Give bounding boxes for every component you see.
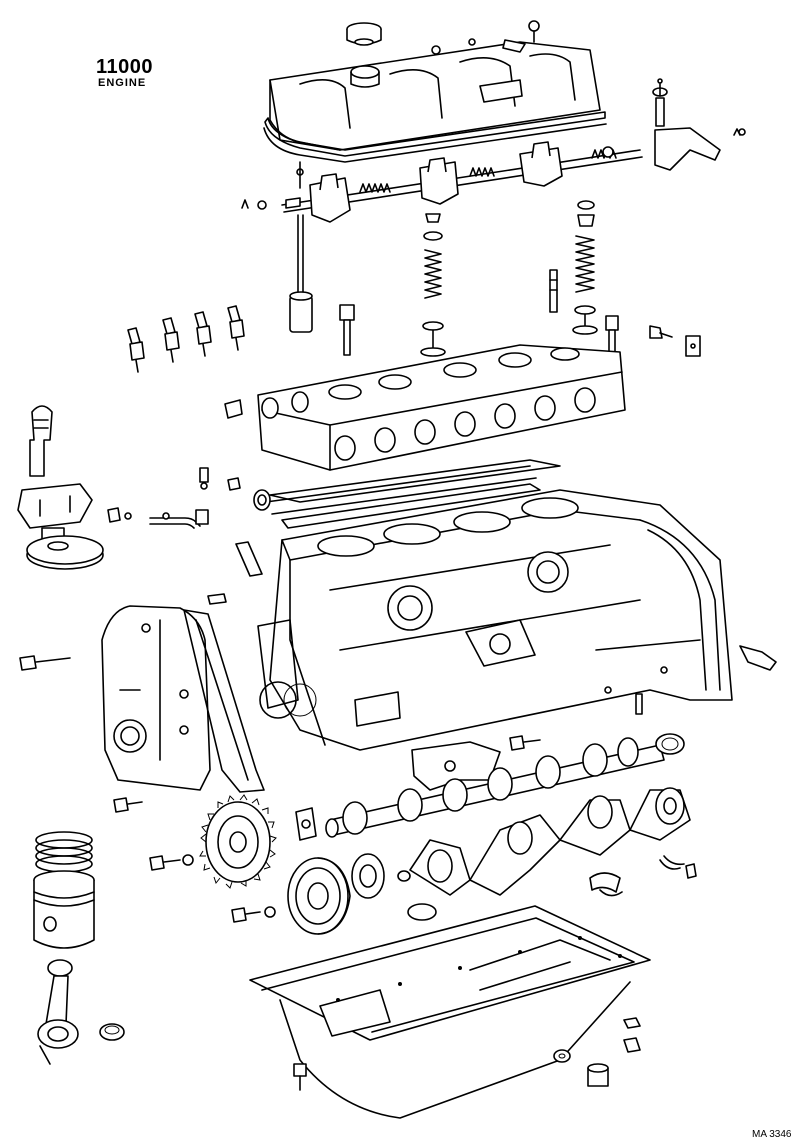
- bolt-left-1: [20, 656, 70, 670]
- diagram-title: ENGINE: [98, 77, 147, 89]
- crankshaft: [410, 788, 690, 895]
- cylinder-head-gasket: [266, 460, 560, 514]
- connecting-rod: [38, 960, 78, 1064]
- bolt-left-2: [114, 798, 142, 812]
- manifold-stud: [606, 316, 618, 356]
- diagram-code: 11000: [96, 56, 154, 78]
- drain-plug: [588, 1064, 608, 1086]
- bolt-right-block: [740, 646, 776, 670]
- oil-seal-washer: [398, 871, 436, 920]
- bolt-left-3: [150, 855, 193, 870]
- side-gasket: [282, 484, 540, 528]
- connecting-rod-bearing: [100, 1024, 124, 1040]
- engine-mount-bracket: [412, 742, 500, 790]
- bolt-holes: [337, 937, 622, 1002]
- rocker-shaft-assembly: [242, 79, 745, 222]
- stud-bolt: [550, 270, 557, 312]
- nuts: [624, 1018, 640, 1052]
- intake-valve-assembly: [421, 214, 445, 356]
- oil-pan: [250, 906, 650, 1118]
- oil-pan-bolt: [294, 1064, 306, 1090]
- main-bearing: [590, 873, 622, 896]
- exhaust-valve-assembly: [573, 201, 597, 334]
- lifting-bracket: [686, 336, 700, 356]
- bolt-cam: [510, 736, 540, 750]
- spark-plugs: [128, 306, 244, 372]
- piston: [34, 871, 94, 948]
- crankshaft-timing-gear: [352, 854, 384, 898]
- push-rod-and-lifter: [290, 215, 312, 332]
- bolt-left-4: [232, 907, 275, 922]
- cylinder-block: [258, 490, 732, 750]
- drain-plug-gasket: [554, 1050, 570, 1062]
- camshaft-timing-gear: [200, 795, 276, 888]
- cylinder-head-bolt: [340, 305, 354, 355]
- oil-pipe-and-fittings: [108, 468, 270, 604]
- cylinder-head-cover: [264, 21, 606, 162]
- oil-pump: [18, 406, 103, 569]
- camshaft-bearing: [656, 734, 684, 754]
- diagram-ref-number: MA 3346: [752, 1129, 792, 1140]
- piston-rings: [36, 832, 92, 872]
- timing-chain-cover: [102, 606, 210, 790]
- oil-filler-cap: [347, 23, 381, 45]
- timing-cover-gasket: [184, 610, 264, 792]
- thrust-washers: [660, 856, 696, 878]
- thrust-plate: [296, 808, 316, 840]
- small-bolt: [650, 326, 672, 338]
- crankshaft-pulley: [288, 858, 350, 934]
- camshaft: [326, 738, 664, 837]
- cylinder-head: [225, 345, 625, 470]
